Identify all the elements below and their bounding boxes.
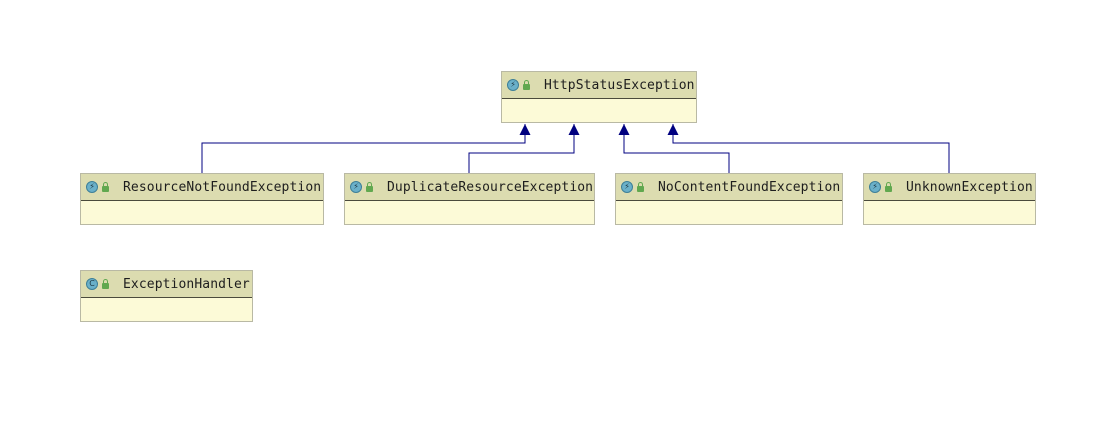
class-node-header: ⚡ HttpStatusException bbox=[502, 72, 696, 99]
class-node-header: ⚡ UnknownException bbox=[864, 174, 1035, 201]
lock-icon bbox=[366, 181, 373, 192]
lock-icon bbox=[885, 181, 892, 192]
class-name: ResourceNotFoundException bbox=[123, 179, 322, 195]
class-node-unknown-exception[interactable]: ⚡ UnknownException bbox=[863, 173, 1036, 225]
class-body bbox=[616, 201, 842, 223]
class-node-header: ⚡ ResourceNotFoundException bbox=[81, 174, 323, 201]
class-node-header: C ExceptionHandler bbox=[81, 271, 252, 298]
class-node-no-content-found-exception[interactable]: ⚡ NoContentFoundException bbox=[615, 173, 843, 225]
interface-icon: ⚡ bbox=[621, 181, 633, 193]
class-node-header: ⚡ NoContentFoundException bbox=[616, 174, 842, 201]
edge-no-content-found bbox=[618, 124, 730, 174]
interface-icon: ⚡ bbox=[507, 79, 519, 91]
class-name: DuplicateResourceException bbox=[387, 179, 594, 195]
class-node-duplicate-resource-exception[interactable]: ⚡ DuplicateResourceException bbox=[344, 173, 595, 225]
class-body bbox=[345, 201, 594, 223]
lock-icon bbox=[102, 181, 109, 192]
class-node-http-status-exception[interactable]: ⚡ HttpStatusException bbox=[501, 71, 697, 123]
class-node-resource-not-found-exception[interactable]: ⚡ ResourceNotFoundException bbox=[80, 173, 324, 225]
class-node-header: ⚡ DuplicateResourceException bbox=[345, 174, 594, 201]
class-body bbox=[502, 99, 696, 121]
interface-icon: ⚡ bbox=[86, 181, 98, 193]
interface-icon: ⚡ bbox=[350, 181, 362, 193]
class-name: HttpStatusException bbox=[544, 77, 695, 93]
lock-icon bbox=[523, 79, 530, 90]
class-body bbox=[864, 201, 1035, 223]
class-name: ExceptionHandler bbox=[123, 276, 250, 292]
class-body bbox=[81, 298, 252, 320]
lock-icon bbox=[637, 181, 644, 192]
lock-icon bbox=[102, 278, 109, 289]
interface-icon: ⚡ bbox=[869, 181, 881, 193]
class-name: UnknownException bbox=[906, 179, 1033, 195]
class-node-exception-handler[interactable]: C ExceptionHandler bbox=[80, 270, 253, 322]
edge-unknown bbox=[667, 124, 950, 174]
class-body bbox=[81, 201, 323, 223]
edge-resource-not-found bbox=[201, 124, 531, 174]
class-name: NoContentFoundException bbox=[658, 179, 841, 195]
class-icon: C bbox=[86, 278, 98, 290]
edge-duplicate-resource bbox=[468, 124, 580, 174]
